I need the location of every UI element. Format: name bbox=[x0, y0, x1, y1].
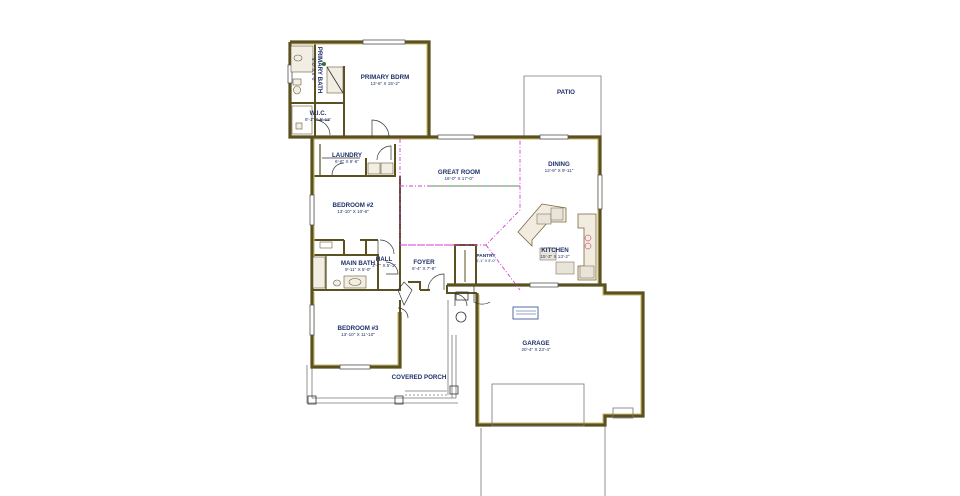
room-size-bedroom3: 13'-10" X 11'-10" bbox=[341, 332, 375, 337]
room-label-primary-bdrm: PRIMARY BDRM bbox=[361, 74, 409, 81]
room-label-bedroom2: BEDROOM #2 bbox=[333, 202, 374, 209]
room-size-garage: 20'-4" X 23'-4" bbox=[521, 347, 550, 352]
room-size-great-room: 18'-0" X 17'-0" bbox=[444, 176, 473, 181]
room-size-kitchen: 15'-3" X 13'-2" bbox=[540, 254, 569, 259]
room-size-bedroom2: 13'-10" X 10'-6" bbox=[337, 209, 369, 214]
room-label-foyer: FOYER bbox=[413, 259, 435, 266]
windows bbox=[287, 39, 603, 370]
room-label-great-room: GREAT ROOM bbox=[438, 169, 480, 176]
patio-outline bbox=[523, 75, 602, 138]
room-size-main-bath: 9'-11" X 5'-0" bbox=[345, 267, 371, 272]
room-size-primary-bdrm: 13'-6" X 15'-2" bbox=[370, 81, 399, 86]
room-label-dining: DINING bbox=[548, 161, 570, 168]
room-label-bedroom3: BEDROOM #3 bbox=[338, 325, 379, 332]
garage-details bbox=[455, 291, 634, 427]
room-label-primary-bath: PRIMARY BATH bbox=[316, 47, 323, 94]
driveway bbox=[480, 425, 606, 496]
primary-bath-fixtures bbox=[290, 45, 344, 135]
room-labels: PRIMARY BDRM 13'-6" X 15'-2" PRIMARY BAT… bbox=[305, 47, 575, 381]
room-label-hall: HALL bbox=[376, 256, 393, 263]
room-label-covered-porch: COVERED PORCH bbox=[392, 374, 447, 381]
covered-porch-outline bbox=[306, 300, 459, 405]
main-bath-fixtures bbox=[312, 241, 367, 289]
kitchen-counters bbox=[517, 203, 597, 281]
room-label-main-bath: MAIN BATH bbox=[341, 260, 376, 267]
room-size-laundry: 6'-6" X 6'-6" bbox=[335, 159, 359, 164]
room-size-dining: 12'-9" X 9'-11" bbox=[545, 168, 574, 173]
laundry-fixtures bbox=[322, 157, 394, 175]
room-size-primary-bath: 8'-0" X 8'-0" bbox=[311, 58, 316, 82]
ceiling-lines bbox=[399, 139, 521, 291]
room-size-pantry: 4'-1" X 5'-0" bbox=[476, 259, 496, 263]
room-label-laundry: LAUNDRY bbox=[332, 152, 363, 159]
room-label-wic: W.I.C. bbox=[310, 110, 327, 117]
room-label-patio: PATIO bbox=[557, 89, 575, 96]
room-label-pantry: PANTRY bbox=[476, 253, 496, 259]
doors bbox=[314, 119, 491, 319]
room-size-foyer: 6'-4" X 7'-8" bbox=[412, 266, 436, 271]
room-label-garage: GARAGE bbox=[522, 340, 549, 347]
room-label-kitchen: KITCHEN bbox=[541, 247, 569, 254]
room-size-wic: 8'-1" X 5'-11" bbox=[305, 117, 331, 122]
room-size-hall: 3'-7" X 5'-1" bbox=[372, 263, 396, 268]
